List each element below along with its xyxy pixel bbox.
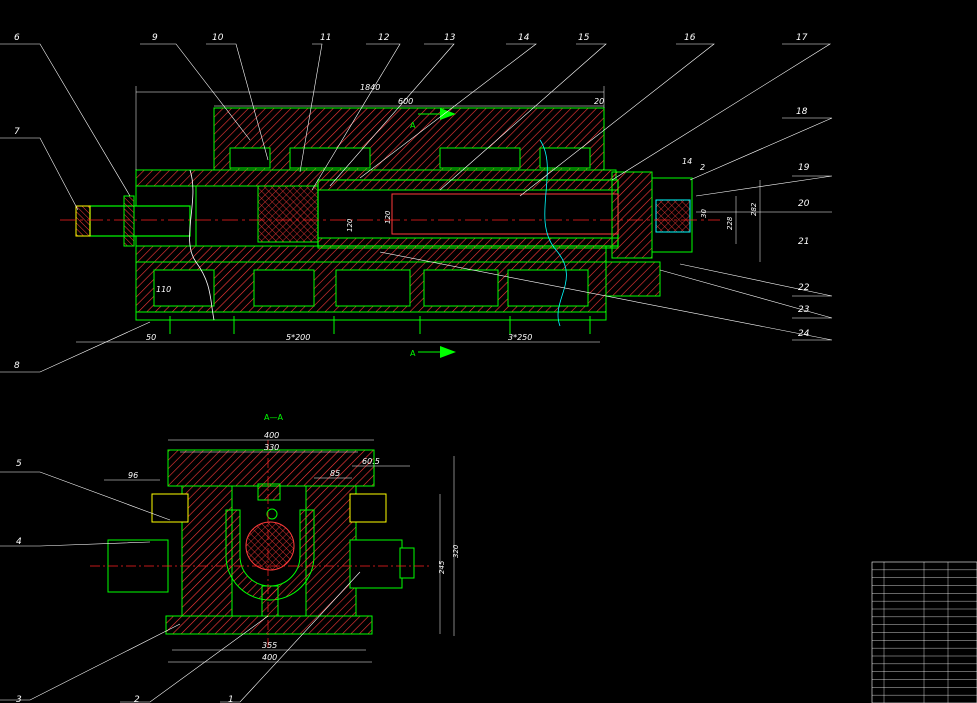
dim-small: 20	[594, 97, 604, 106]
sec-dim-60-5: 60.5	[362, 457, 380, 466]
cover-pocket	[289, 147, 371, 169]
sec-dim-400-bottom: 400	[262, 653, 277, 662]
svg-text:A: A	[410, 349, 416, 358]
dim-50: 50	[146, 333, 156, 342]
callout-19: 19	[798, 163, 810, 173]
dim-2: 2	[700, 163, 705, 172]
callout-18: 18	[796, 107, 808, 117]
dim-120-b: 120	[346, 218, 354, 232]
sec-dim-96: 96	[128, 471, 138, 480]
callout-2: 2	[134, 695, 140, 703]
callout-12: 12	[378, 33, 390, 43]
base-tail	[605, 261, 661, 297]
callout-4: 4	[16, 537, 22, 547]
callout-24: 24	[798, 329, 810, 339]
anchor-bolts	[169, 316, 591, 334]
section-arrow-top: A	[410, 108, 456, 130]
section-rod	[245, 521, 295, 571]
dim-pitch-250: 3*250	[508, 333, 532, 342]
section-dimension-lines	[104, 439, 455, 663]
section-top-web	[257, 483, 281, 501]
coupling	[75, 205, 91, 237]
cover-pocket	[539, 147, 591, 169]
gear-block	[257, 185, 319, 243]
dim-228: 228	[726, 216, 734, 230]
section-top-cap	[167, 449, 375, 487]
callout-3: 3	[16, 695, 22, 703]
break-line	[189, 169, 215, 321]
bearing-left	[123, 195, 135, 247]
dim-110: 110	[156, 285, 171, 294]
drive-shaft	[89, 205, 191, 237]
callout-21: 21	[798, 237, 809, 247]
dim-cover-length: 600	[398, 97, 413, 106]
section-view: A—A	[0, 413, 460, 703]
callout-16: 16	[684, 33, 696, 43]
callout-17: 17	[796, 33, 808, 43]
cylinder-wall-top	[317, 179, 619, 191]
dim-120: 120	[384, 210, 392, 224]
sec-dim-355: 355	[262, 641, 277, 650]
lower-body-wall	[135, 245, 607, 263]
callout-11: 11	[320, 33, 331, 43]
callout-23: 23	[798, 305, 810, 315]
callout-6: 6	[14, 33, 20, 43]
dim-30: 30	[700, 209, 708, 218]
cover-pocket	[229, 147, 271, 169]
sec-dim-330: 330	[264, 443, 279, 452]
top-cover-plate	[213, 107, 605, 171]
base-window	[335, 269, 411, 307]
right-motor	[349, 539, 403, 589]
callout-13: 13	[444, 33, 456, 43]
callout-5: 5	[16, 459, 22, 469]
base-window	[253, 269, 315, 307]
callout-1: 1	[228, 695, 234, 703]
end-seal	[655, 199, 691, 233]
leader-lines	[0, 43, 833, 373]
callout-10: 10	[212, 33, 224, 43]
section-center-rib	[261, 585, 279, 617]
callout-20: 20	[798, 199, 810, 209]
callout-7: 7	[14, 127, 20, 137]
callout-8: 8	[14, 361, 20, 371]
right-motor-end	[399, 547, 415, 579]
sec-dim-245: 245	[438, 560, 446, 574]
section-base	[165, 615, 373, 635]
callout-15: 15	[578, 33, 590, 43]
section-oil-hole	[266, 508, 278, 520]
section-arrow-bottom: A	[410, 346, 456, 358]
base-window	[507, 269, 589, 307]
dim-pitch-200: 5*200	[286, 333, 310, 342]
parts-list-table	[871, 561, 977, 703]
end-flange	[611, 171, 653, 259]
base-window	[423, 269, 499, 307]
dim-total-length: 1840	[360, 83, 380, 92]
section-saddle	[225, 509, 315, 601]
section-left-wall	[181, 485, 233, 617]
right-bracket	[349, 493, 387, 523]
section-title: A—A	[264, 413, 283, 422]
sec-dim-400-top: 400	[264, 431, 279, 440]
dimension-lines	[76, 86, 761, 343]
cover-pocket	[439, 147, 521, 169]
piston-rod	[391, 193, 619, 235]
callout-14: 14	[518, 33, 530, 43]
callout-22: 22	[798, 283, 810, 293]
left-bracket	[151, 493, 189, 523]
dim-14: 14	[682, 157, 692, 166]
main-view: A A 1840 600 20 110 50 5*200 3*250 14 2 …	[0, 33, 833, 373]
sec-dim-320: 320	[452, 544, 460, 558]
sec-dim-85: 85	[330, 469, 340, 478]
break-line	[539, 139, 567, 327]
section-leaders	[0, 471, 361, 703]
base-foot	[135, 311, 607, 321]
callout-9: 9	[152, 33, 158, 43]
svg-text:A: A	[410, 121, 416, 130]
dim-282: 282	[750, 202, 758, 216]
